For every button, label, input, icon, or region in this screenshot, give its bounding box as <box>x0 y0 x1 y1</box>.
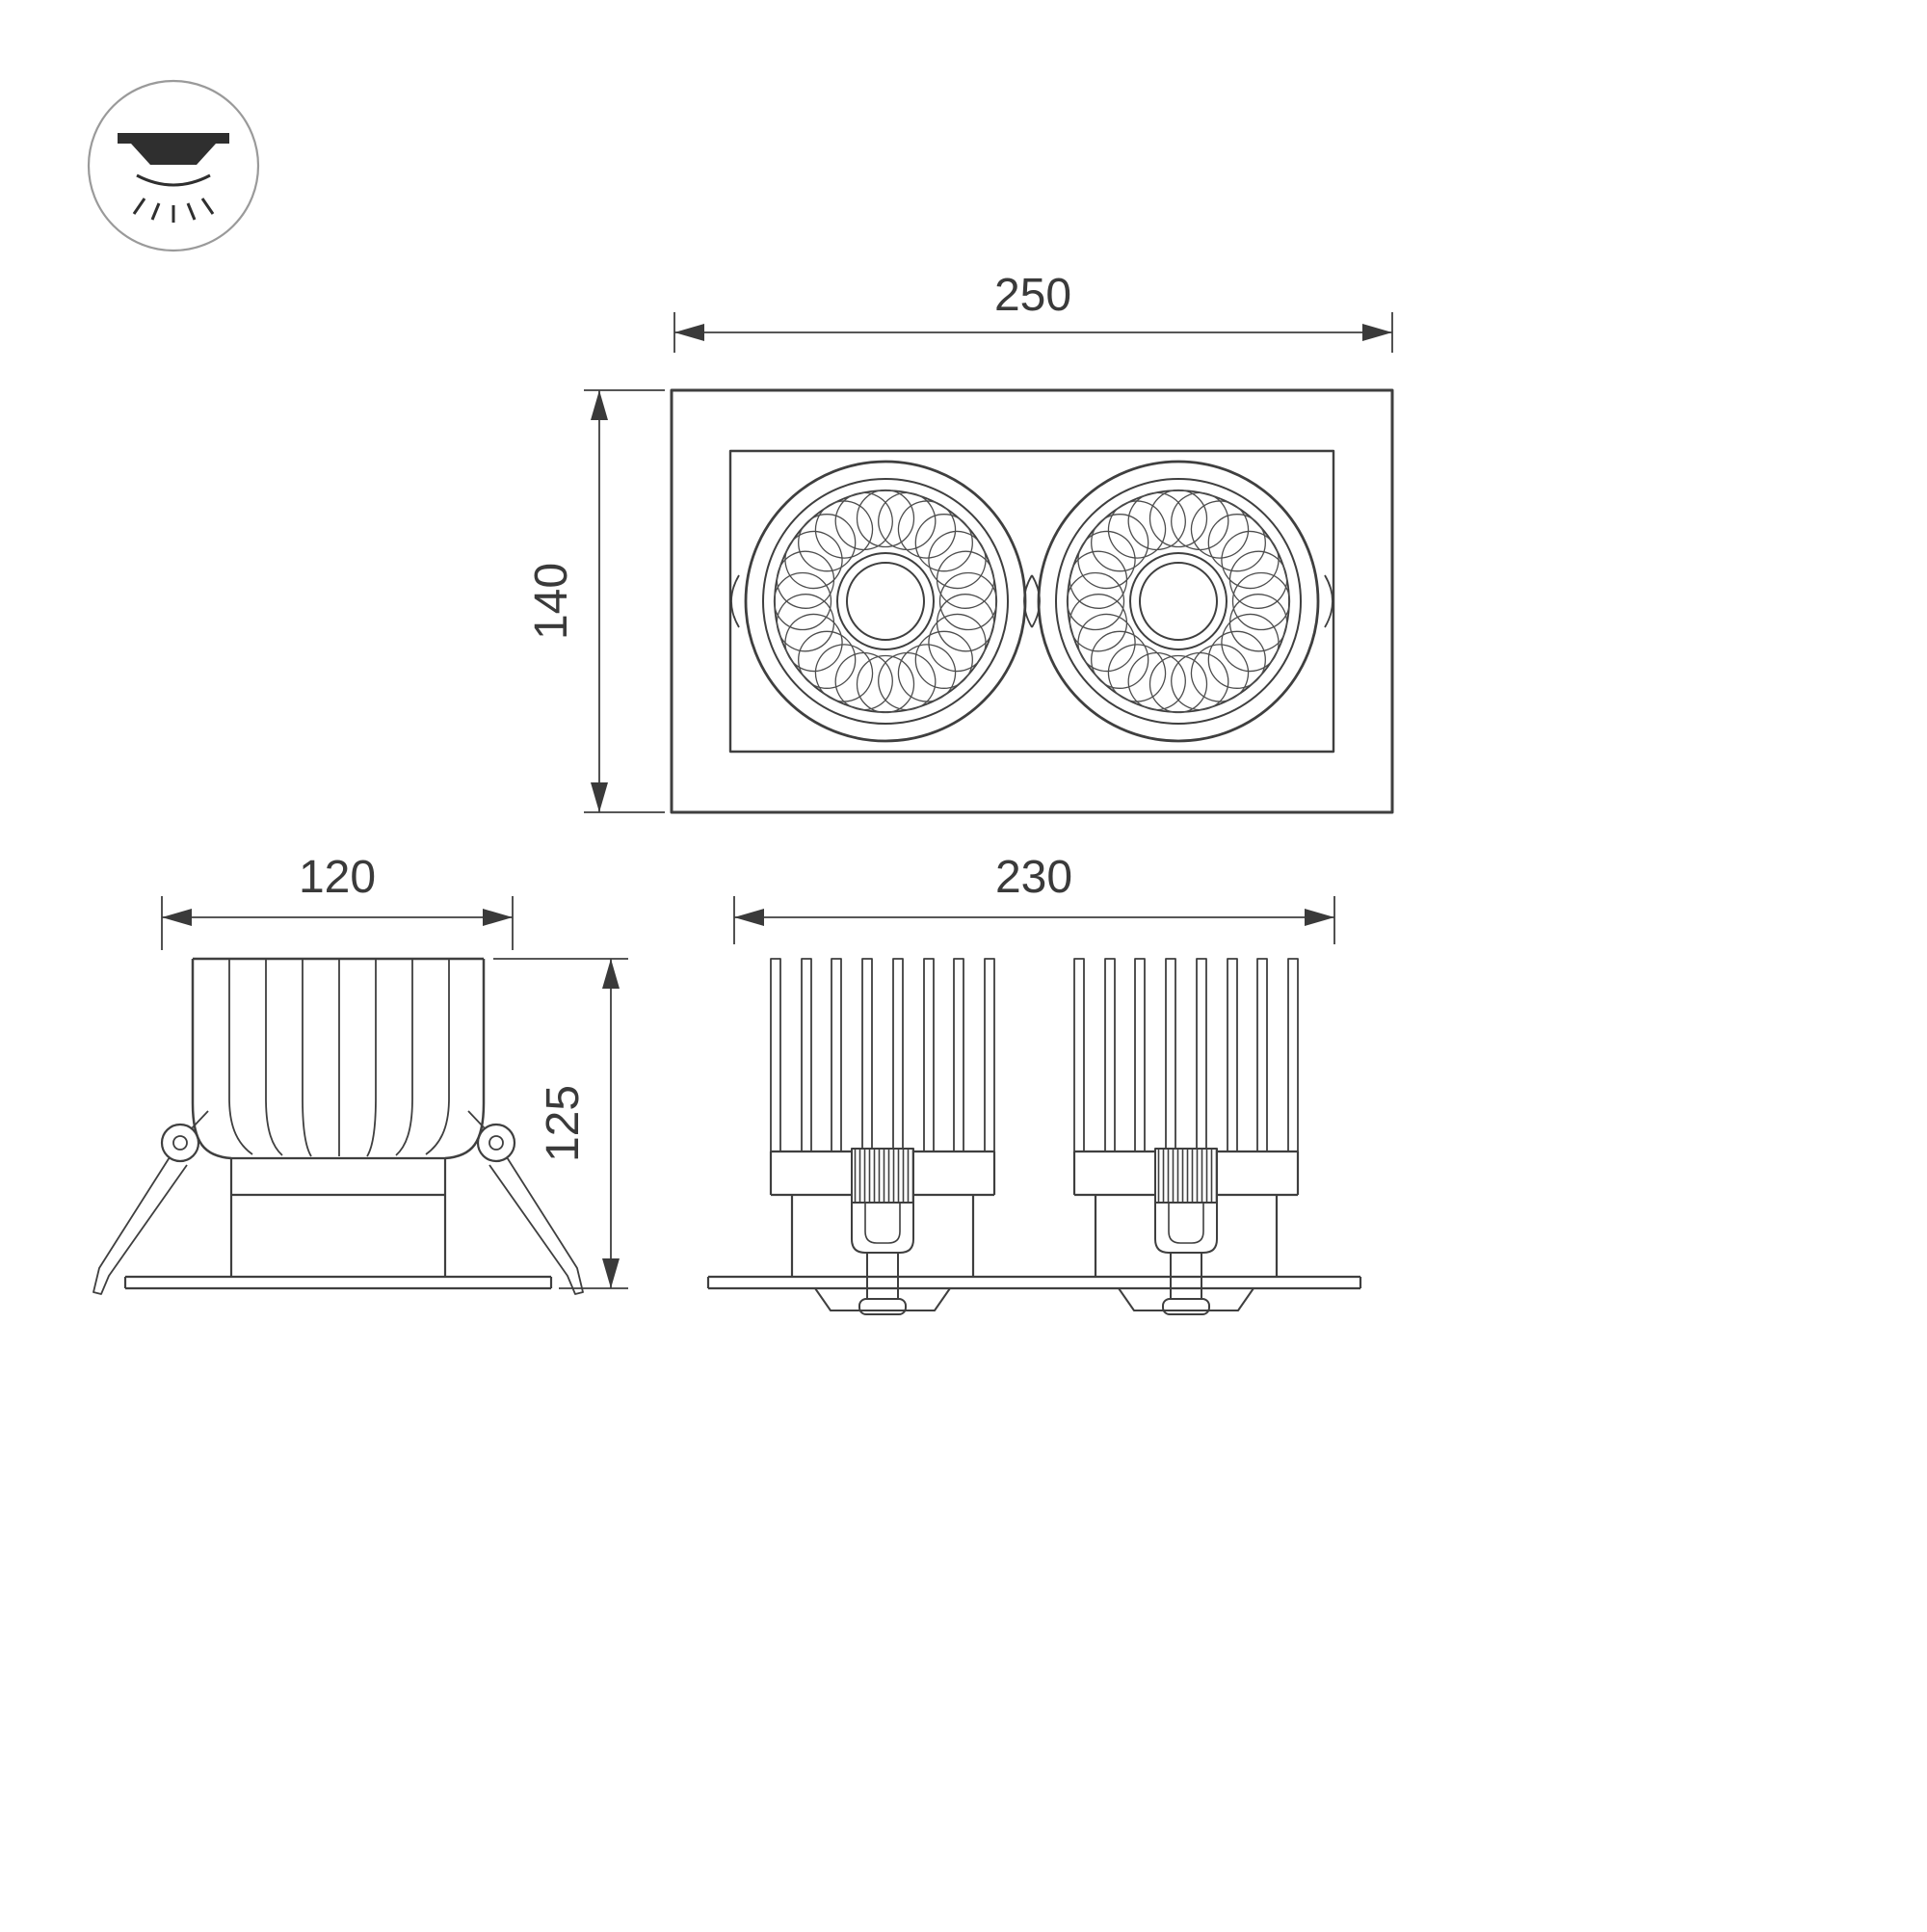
arrowhead-up <box>591 390 608 420</box>
dim-label-top-width: 250 <box>994 270 1071 321</box>
dimension-side-height: 125 <box>493 958 628 1289</box>
mounting-flange <box>706 1275 1362 1290</box>
arrowhead-up <box>602 959 620 989</box>
trim-bezel-right <box>1118 1287 1254 1311</box>
icon-glow-arc <box>136 173 211 187</box>
arrowhead-down <box>591 782 608 812</box>
arrowhead-left <box>162 909 192 926</box>
trim-bezel-left <box>814 1287 951 1311</box>
fixture-outer-frame <box>670 388 1394 814</box>
dim-label-side-height: 125 <box>538 1085 589 1162</box>
lamp-right <box>1024 462 1333 741</box>
arrowhead-right <box>483 909 513 926</box>
dim-label-side-width: 120 <box>299 852 376 903</box>
heatsink-unit-left <box>769 957 996 1316</box>
heatsink-unit-right <box>1072 957 1300 1316</box>
clip-coil-icon <box>160 1123 200 1163</box>
clip-leg <box>488 1156 584 1295</box>
lamp-left <box>731 462 1040 741</box>
heatsink-outline <box>191 959 486 1160</box>
fixture-inner-frame <box>728 449 1335 754</box>
icon-circle <box>87 79 260 252</box>
heatsink-fin-lines <box>228 959 450 1157</box>
dimension-top-width: 250 <box>673 270 1393 353</box>
arrowhead-left <box>674 324 704 341</box>
dim-label-top-height: 140 <box>526 563 577 640</box>
arrowhead-right <box>1305 909 1334 926</box>
icon-light-rays <box>132 198 215 223</box>
dimension-side-width: 120 <box>161 852 514 950</box>
dim-label-front-width: 230 <box>995 852 1072 903</box>
dimension-top-height: 140 <box>526 389 665 813</box>
arrowhead-left <box>734 909 764 926</box>
front-view: 230 <box>706 852 1362 1316</box>
icon-ceiling-plate <box>118 133 229 144</box>
side-view: 120 125 <box>92 852 628 1295</box>
mounting-flange <box>123 1275 553 1290</box>
housing-block <box>229 1158 447 1277</box>
spring-clip-right <box>467 1110 584 1295</box>
top-view: 250 140 <box>526 270 1394 814</box>
clip-coil-icon <box>476 1123 516 1163</box>
arrowhead-down <box>602 1258 620 1288</box>
clip-leg <box>92 1156 188 1295</box>
dimension-front-width: 230 <box>733 852 1335 944</box>
downlight-icon <box>87 79 260 252</box>
arrowhead-right <box>1362 324 1392 341</box>
spring-clip-left <box>92 1110 209 1295</box>
icon-lamp-body <box>131 144 216 165</box>
